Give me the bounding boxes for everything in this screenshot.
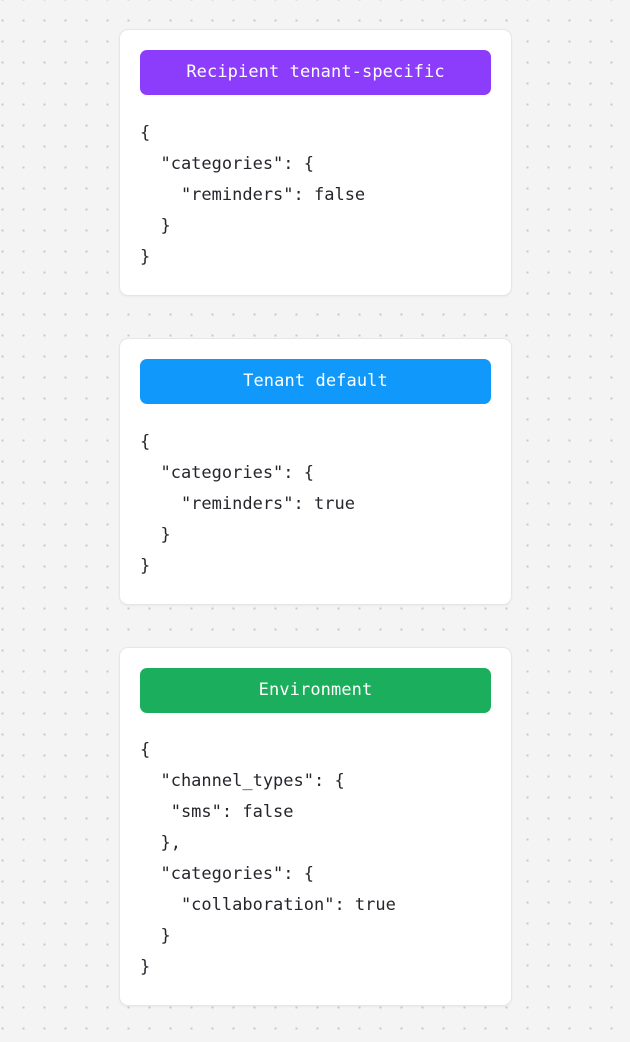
preference-card-tenant-default: Tenant default { "categories": { "remind… [119,338,512,605]
badge-recipient-tenant-specific: Recipient tenant-specific [140,50,491,95]
badge-tenant-default: Tenant default [140,359,491,404]
badge-environment: Environment [140,668,491,713]
json-block-recipient-tenant-specific: { "categories": { "reminders": false } } [140,123,366,267]
json-block-tenant-default: { "categories": { "reminders": true } } [140,432,355,576]
preference-card-environment: Environment { "channel_types": { "sms": … [119,647,512,1006]
preference-layer-stack: Recipient tenant-specific { "categories"… [119,29,512,1006]
preference-card-recipient-tenant-specific: Recipient tenant-specific { "categories"… [119,29,512,296]
json-block-environment: { "channel_types": { "sms": false }, "ca… [140,740,396,977]
